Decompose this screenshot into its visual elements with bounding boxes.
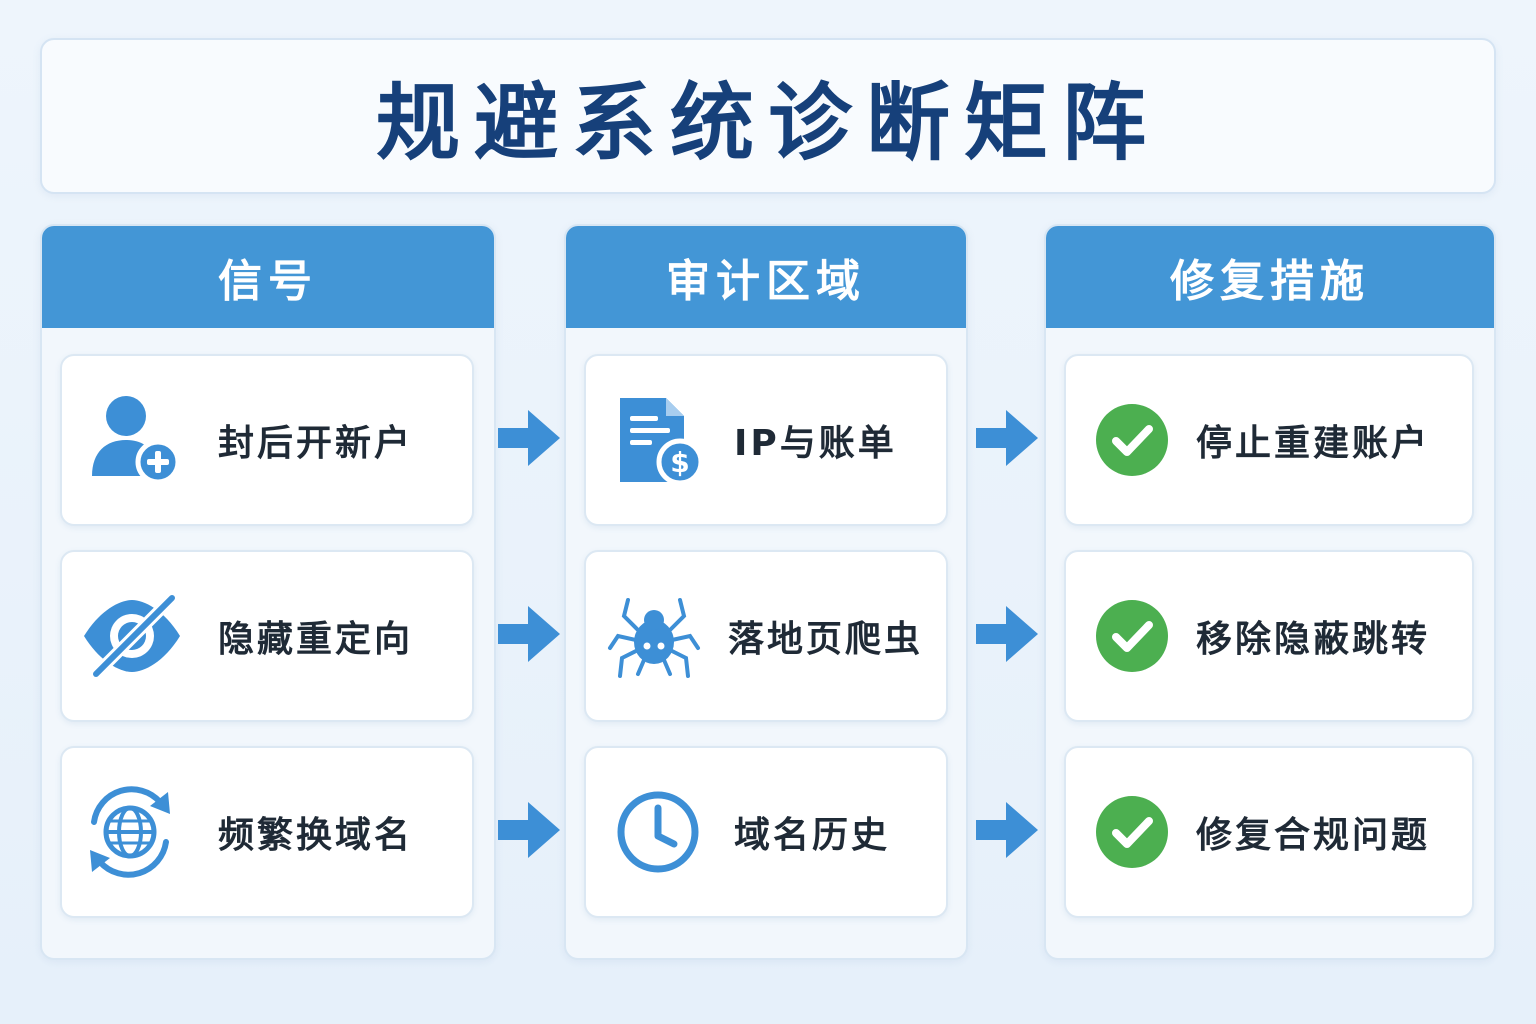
title-banner: 规避系统诊断矩阵 [40,38,1496,194]
clock-icon [617,791,699,873]
remediation-label: 修复合规问题 [1196,815,1431,856]
arrow-right-icon [976,410,1038,466]
remediation-card: 修复合规问题 [1064,746,1474,918]
remediation-card: 移除隐蔽跳转 [1064,550,1474,722]
arrow-right-icon [976,802,1038,858]
remediation-card: 停止重建账户 [1064,354,1474,526]
column-header-audit-areas: 审计区域 [566,226,966,328]
check-circle-icon [1096,796,1168,868]
audit-card: 落地页爬虫 [584,550,948,722]
audit-label: 落地页爬虫 [728,619,924,660]
column-header-remediation: 修复措施 [1046,226,1494,328]
audit-card: $ IP与账单 [584,354,948,526]
eye-slash-icon [84,592,180,680]
column-header-signals: 信号 [42,226,494,328]
globe-refresh-icon [90,786,170,878]
invoice-dollar-icon: $ [620,398,704,486]
remediation-label: 停止重建账户 [1196,423,1431,464]
page-title: 规避系统诊断矩阵 [375,73,1160,172]
audit-label: IP与账单 [734,423,897,464]
signal-label: 封后开新户 [218,423,414,464]
check-circle-icon [1096,600,1168,672]
check-circle-icon [1096,404,1168,476]
audit-card: 域名历史 [584,746,948,918]
user-plus-icon [92,396,181,485]
signal-card: 隐藏重定向 [60,550,474,722]
remediation-label: 移除隐蔽跳转 [1196,619,1431,660]
arrow-right-icon [976,606,1038,662]
signal-label: 隐藏重定向 [218,619,414,660]
signal-card: 频繁换域名 [60,746,474,918]
audit-label: 域名历史 [734,815,891,856]
svg-text:$: $ [670,446,689,479]
spider-icon [608,598,700,678]
arrow-right-icon [498,606,560,662]
signal-label: 频繁换域名 [218,815,414,856]
arrow-right-icon [498,410,560,466]
signal-card: 封后开新户 [60,354,474,526]
arrow-right-icon [498,802,560,858]
